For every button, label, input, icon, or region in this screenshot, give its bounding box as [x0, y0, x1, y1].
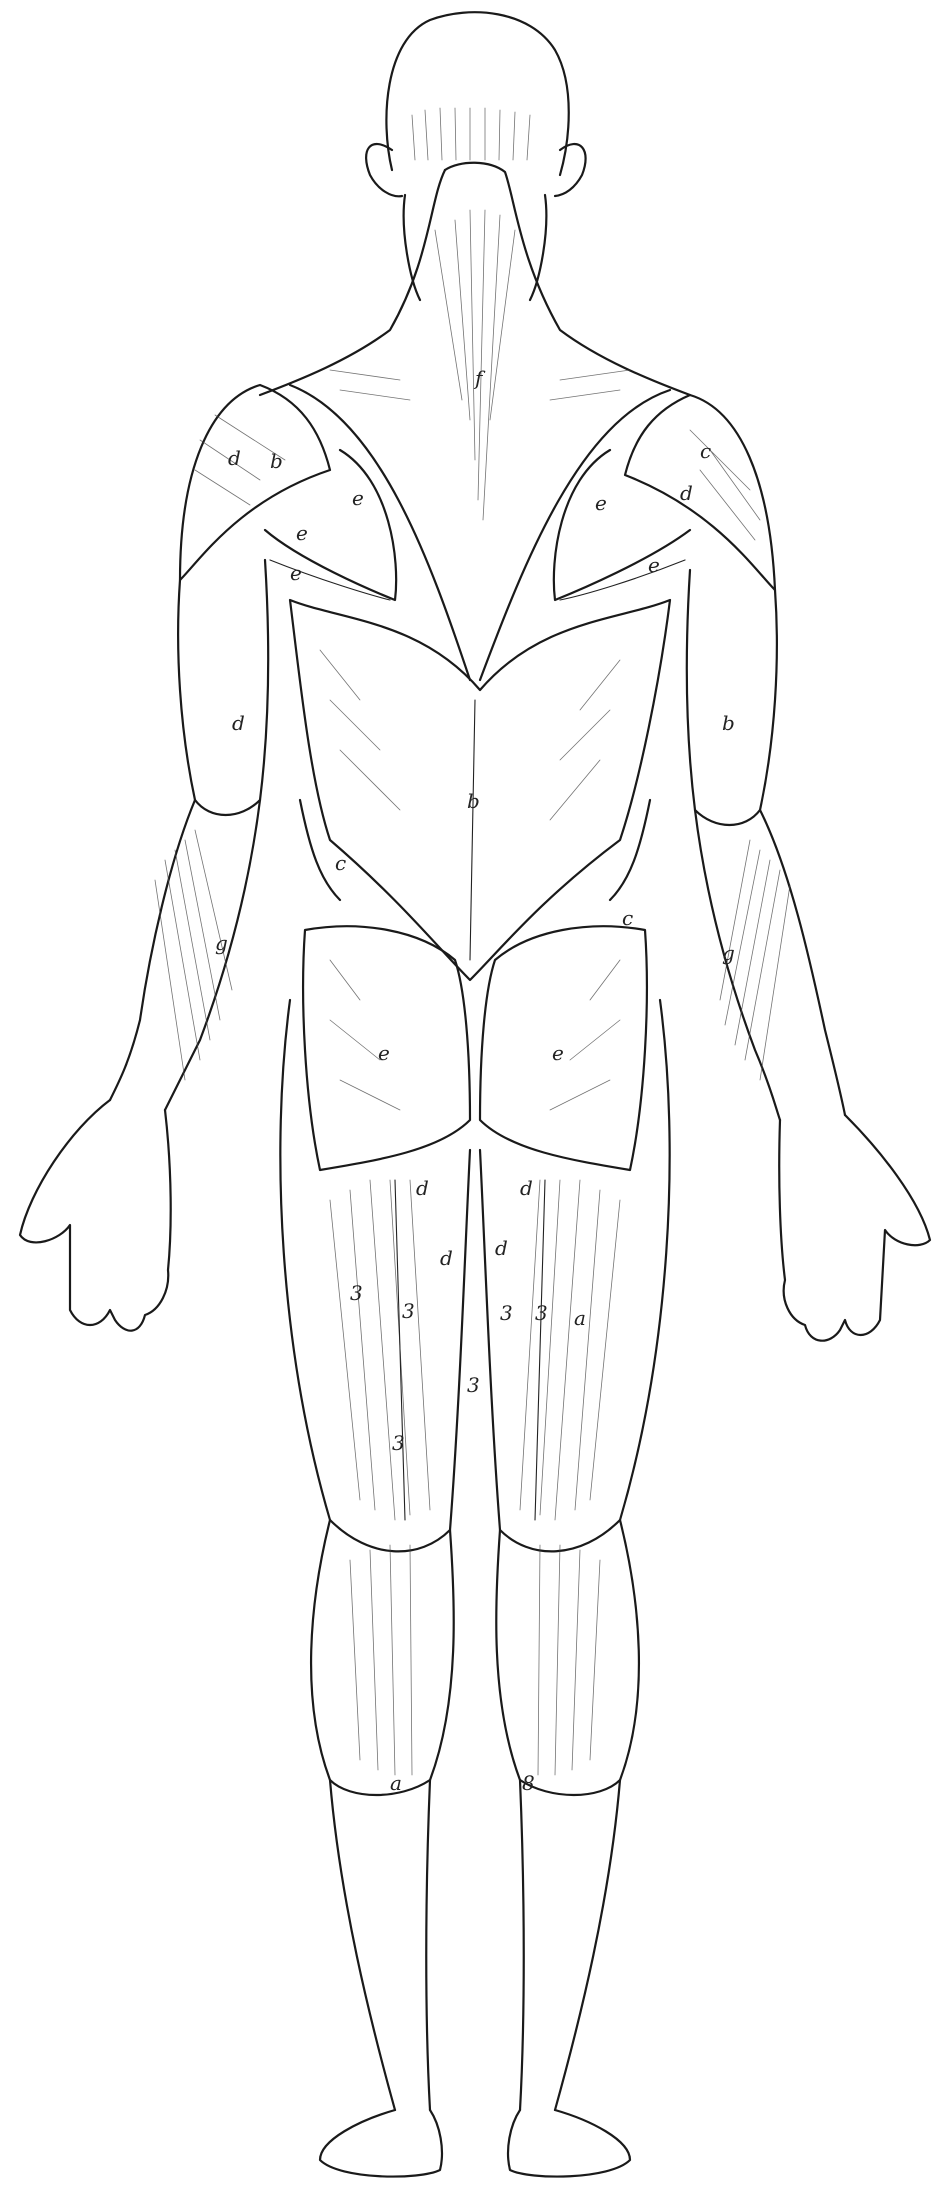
latissimus-dorsi	[290, 600, 670, 980]
label-hamstring-right-2: d	[495, 1236, 508, 1260]
label-adductor: 3	[467, 1373, 480, 1397]
label-deltoid-left-1: d	[228, 446, 241, 470]
label-forearm-left: g	[215, 931, 228, 955]
label-triceps-left: d	[232, 711, 245, 735]
label-forearm-right: g	[722, 941, 735, 965]
label-latissimus: b	[467, 789, 480, 813]
label-rhomboid-left: e	[290, 561, 302, 585]
label-hamstring-right-5: a	[574, 1306, 586, 1330]
label-oblique-left: c	[335, 851, 346, 875]
label-hamstring-left-2: d	[440, 1246, 453, 1270]
label-hamstring-left-1: d	[416, 1176, 429, 1200]
label-deltoid-left-2: b	[270, 449, 283, 473]
label-triceps-right: b	[722, 711, 735, 735]
label-deltoid-right-1: c	[700, 439, 711, 463]
label-calf-left: a	[390, 1771, 402, 1795]
label-hamstring-right-1: d	[520, 1176, 533, 1200]
label-trapezius: f	[473, 366, 486, 390]
label-hamstring-right-3: 3	[535, 1301, 548, 1325]
gluteus	[303, 926, 647, 1170]
label-deltoid-right-2: d	[680, 481, 693, 505]
label-gluteus-left: e	[378, 1041, 390, 1065]
label-hamstring-left-4: 3	[402, 1299, 415, 1323]
thighs	[280, 1000, 669, 1551]
left-arm	[20, 560, 268, 1331]
label-oblique-right: c	[622, 906, 633, 930]
obliques	[300, 800, 650, 900]
label-hamstring-left-5: 3	[392, 1431, 405, 1455]
label-infraspinatus-right: e	[595, 491, 607, 515]
feet	[320, 2110, 630, 2177]
neck-and-trapezius	[260, 163, 690, 680]
label-calf-right: 8	[522, 1771, 535, 1795]
muscle-labels: f d b e e e c d e e d b b c c e e g g d …	[215, 366, 735, 1795]
label-gluteus-right: e	[552, 1041, 564, 1065]
calves	[311, 1520, 639, 2110]
label-infraspinatus-left: e	[352, 486, 364, 510]
label-hamstring-right-4: 3	[500, 1301, 513, 1325]
label-teres-left: e	[296, 521, 308, 545]
head	[366, 12, 585, 196]
label-teres-right: e	[648, 553, 660, 577]
label-hamstring-left-3: 3	[350, 1281, 363, 1305]
